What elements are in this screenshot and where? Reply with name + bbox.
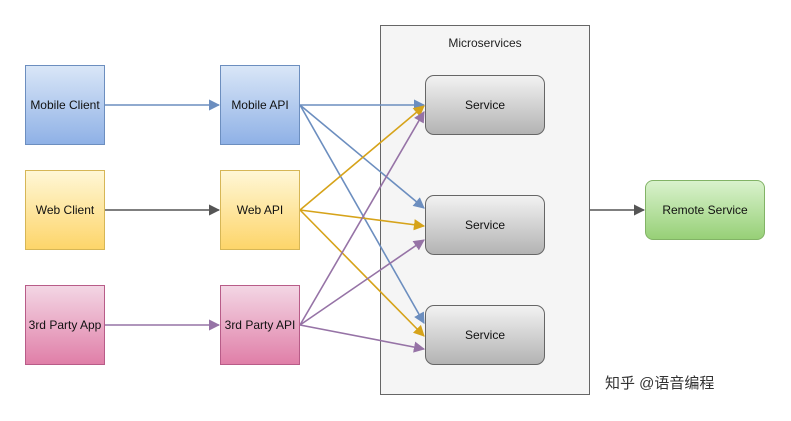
- thirdparty-api-node[interactable]: 3rd Party API: [220, 285, 300, 365]
- edge-thirdparty-api-to-service-2: [299, 239, 425, 326]
- edge-mobile-api-to-service-2: [299, 104, 425, 209]
- thirdparty-app-label: 3rd Party App: [28, 318, 102, 332]
- remote-service-node[interactable]: Remote Service: [645, 180, 765, 240]
- mobile-client-node[interactable]: Mobile Client: [25, 65, 105, 145]
- mobile-api-node[interactable]: Mobile API: [220, 65, 300, 145]
- web-api-label: Web API: [236, 203, 284, 217]
- edge-web-api-to-service-3: [299, 209, 425, 337]
- web-api-node[interactable]: Web API: [220, 170, 300, 250]
- microservices-title: Microservices: [448, 36, 522, 50]
- service-label: Service: [464, 218, 505, 232]
- watermark: 知乎 @语音编程: [605, 375, 715, 392]
- edge-thirdparty-api-to-service-3: [299, 324, 426, 353]
- edge-mobile-api-to-service-3: [299, 104, 425, 324]
- edge-thirdparty-api-to-service-1: [299, 111, 425, 326]
- mobile-api-label: Mobile API: [231, 98, 289, 112]
- remote-service-label: Remote Service: [662, 203, 748, 217]
- service-node-1[interactable]: Service: [425, 75, 545, 135]
- service-label: Service: [464, 98, 505, 112]
- thirdparty-api-label: 3rd Party API: [224, 318, 296, 332]
- thirdparty-app-node[interactable]: 3rd Party App: [25, 285, 105, 365]
- web-client-node[interactable]: Web Client: [25, 170, 105, 250]
- edge-web-api-to-service-1: [299, 105, 425, 211]
- service-node-2[interactable]: Service: [425, 195, 545, 255]
- service-node-3[interactable]: Service: [425, 305, 545, 365]
- web-client-label: Web Client: [35, 203, 95, 217]
- service-label: Service: [464, 328, 505, 342]
- mobile-client-label: Mobile Client: [30, 98, 100, 112]
